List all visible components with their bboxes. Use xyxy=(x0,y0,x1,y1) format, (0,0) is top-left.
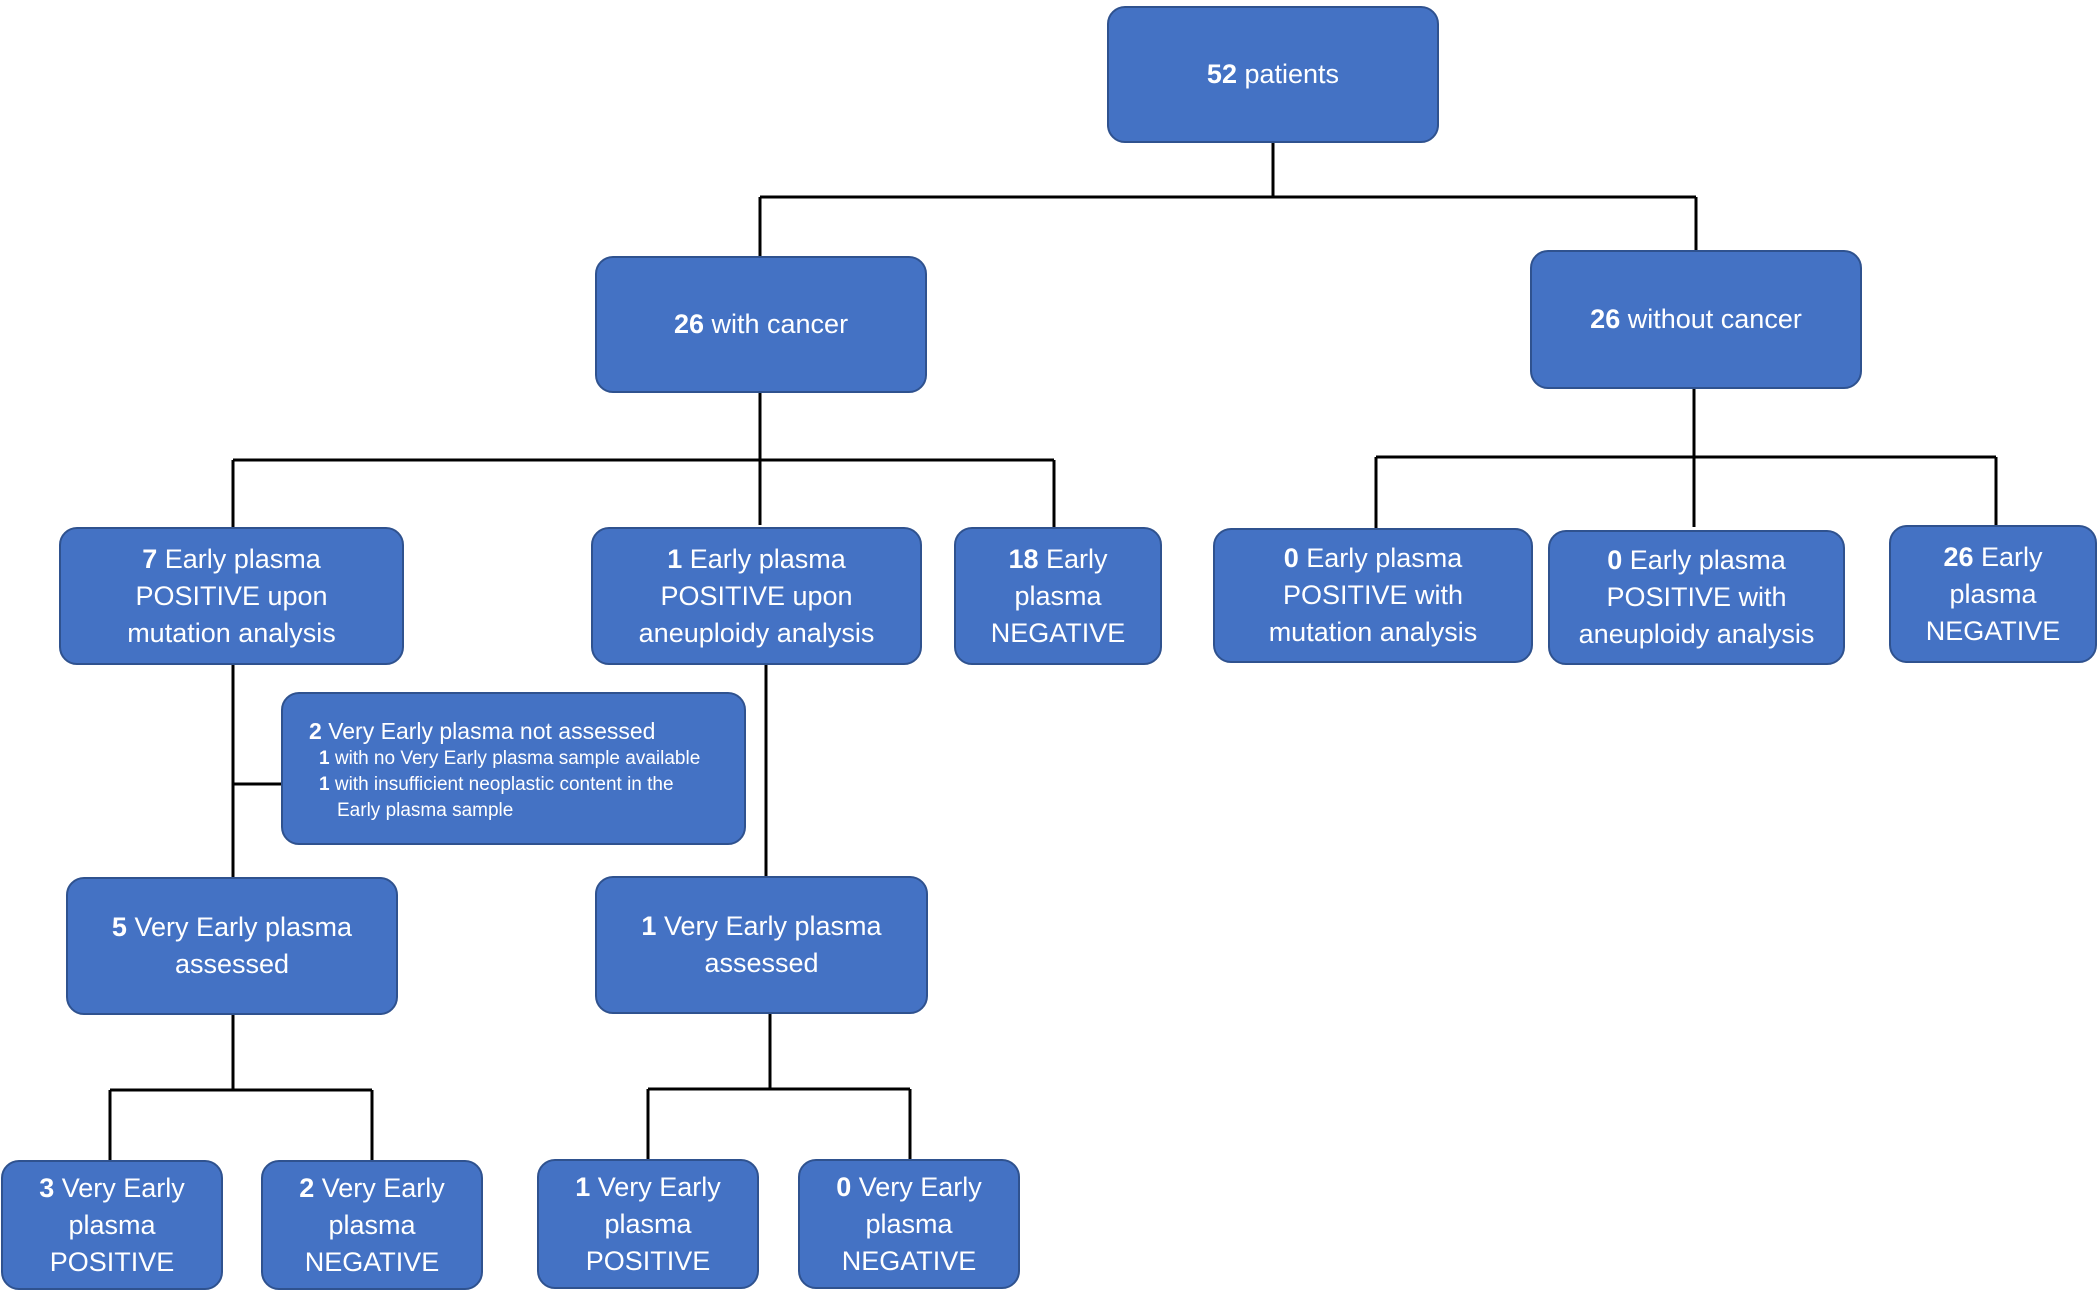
node-label: NEGATIVE xyxy=(841,1245,977,1276)
node-very-early-positive-aneuploidy: 1 Very Early plasma POSITIVE xyxy=(537,1159,759,1289)
node-label: patients xyxy=(1244,59,1340,89)
node-label: Early plasma xyxy=(1306,543,1463,573)
node-very-early-positive-mutation: 3 Very Early plasma POSITIVE xyxy=(1,1160,223,1290)
node-no-cancer-negative: 26 Early plasma NEGATIVE xyxy=(1889,525,2097,663)
node-label: Early plasma xyxy=(689,543,846,574)
node-label: POSITIVE xyxy=(585,1245,711,1276)
node-label: Early plasma xyxy=(164,543,321,574)
node-label: NEGATIVE xyxy=(990,617,1126,648)
node-label: Early plasma xyxy=(1629,545,1786,575)
node-very-early-not-assessed: 2 Very Early plasma not assessed 1 with … xyxy=(281,692,746,845)
node-label: Very Early plasma not assessed xyxy=(328,718,656,744)
node-total-patients: 52 patients xyxy=(1107,6,1439,143)
node-label: assessed xyxy=(174,949,290,979)
node-label: NEGATIVE xyxy=(304,1246,440,1277)
note-item-count: 1 xyxy=(319,748,330,769)
node-count: 2 xyxy=(309,718,322,744)
node-count: 0 xyxy=(836,1171,852,1202)
node-label: plasma xyxy=(68,1209,156,1240)
node-count: 0 xyxy=(1607,545,1623,575)
node-count: 18 xyxy=(1008,543,1039,574)
note-item-count: 1 xyxy=(319,774,330,795)
node-label: assessed xyxy=(704,948,819,978)
node-count: 26 xyxy=(1590,304,1621,334)
node-label: NEGATIVE xyxy=(1925,615,2061,646)
note-item-label: with no Very Early plasma sample availab… xyxy=(334,748,701,769)
node-count: 1 xyxy=(641,911,657,941)
node-count: 7 xyxy=(142,543,158,574)
node-count: 1 xyxy=(575,1171,591,1202)
node-label: Very Early plasma xyxy=(134,912,353,942)
note-item-label: with insufficient neoplastic content in … xyxy=(334,774,674,795)
node-with-cancer: 26 with cancer xyxy=(595,256,927,393)
node-label: plasma xyxy=(1014,580,1102,611)
node-very-early-assessed-mutation: 5 Very Early plasma assessed xyxy=(66,877,398,1015)
node-label: Very Early xyxy=(597,1171,721,1202)
node-label: POSITIVE with xyxy=(1282,580,1464,610)
node-label: without cancer xyxy=(1627,304,1802,334)
node-label: Very Early xyxy=(61,1172,185,1203)
node-label: mutation analysis xyxy=(1268,617,1478,647)
node-count: 1 xyxy=(667,543,683,574)
note-item-continuation: Early plasma sample xyxy=(337,800,514,821)
node-label: with cancer xyxy=(711,309,849,339)
node-count: 2 xyxy=(299,1172,315,1203)
node-count: 52 xyxy=(1206,59,1237,89)
node-label: plasma xyxy=(328,1209,416,1240)
node-label: plasma xyxy=(1949,578,2037,609)
node-label: mutation analysis xyxy=(127,617,336,648)
node-label: Very Early xyxy=(858,1171,982,1202)
node-label: aneuploidy analysis xyxy=(1578,619,1815,649)
node-label: Early xyxy=(1981,541,2043,572)
node-label: plasma xyxy=(604,1208,692,1239)
node-label: plasma xyxy=(865,1208,953,1239)
node-count: 5 xyxy=(111,912,127,942)
node-very-early-negative-aneuploidy: 0 Very Early plasma NEGATIVE xyxy=(798,1159,1020,1289)
node-label: POSITIVE upon xyxy=(660,580,853,611)
node-count: 26 xyxy=(1943,541,1974,572)
node-count: 3 xyxy=(39,1172,55,1203)
node-count: 0 xyxy=(1283,543,1299,573)
node-count: 26 xyxy=(673,309,704,339)
node-without-cancer: 26 without cancer xyxy=(1530,250,1862,389)
node-label: Very Early xyxy=(321,1172,445,1203)
node-label: aneuploidy analysis xyxy=(638,617,875,648)
node-early-negative: 18 Early plasma NEGATIVE xyxy=(954,527,1162,665)
node-label: POSITIVE xyxy=(49,1246,175,1277)
node-very-early-negative-mutation: 2 Very Early plasma NEGATIVE xyxy=(261,1160,483,1290)
node-early-mutation-positive: 7 Early plasma POSITIVE upon mutation an… xyxy=(59,527,404,665)
node-label: POSITIVE upon xyxy=(135,580,328,611)
node-very-early-assessed-aneuploidy: 1 Very Early plasma assessed xyxy=(595,876,928,1014)
node-label: POSITIVE with xyxy=(1606,582,1787,612)
node-early-aneuploidy-positive: 1 Early plasma POSITIVE upon aneuploidy … xyxy=(591,527,922,665)
node-no-cancer-mutation-positive: 0 Early plasma POSITIVE with mutation an… xyxy=(1213,528,1533,663)
node-label: Very Early plasma xyxy=(663,911,882,941)
node-no-cancer-aneuploidy-positive: 0 Early plasma POSITIVE with aneuploidy … xyxy=(1548,530,1845,665)
node-label: Early xyxy=(1046,543,1108,574)
